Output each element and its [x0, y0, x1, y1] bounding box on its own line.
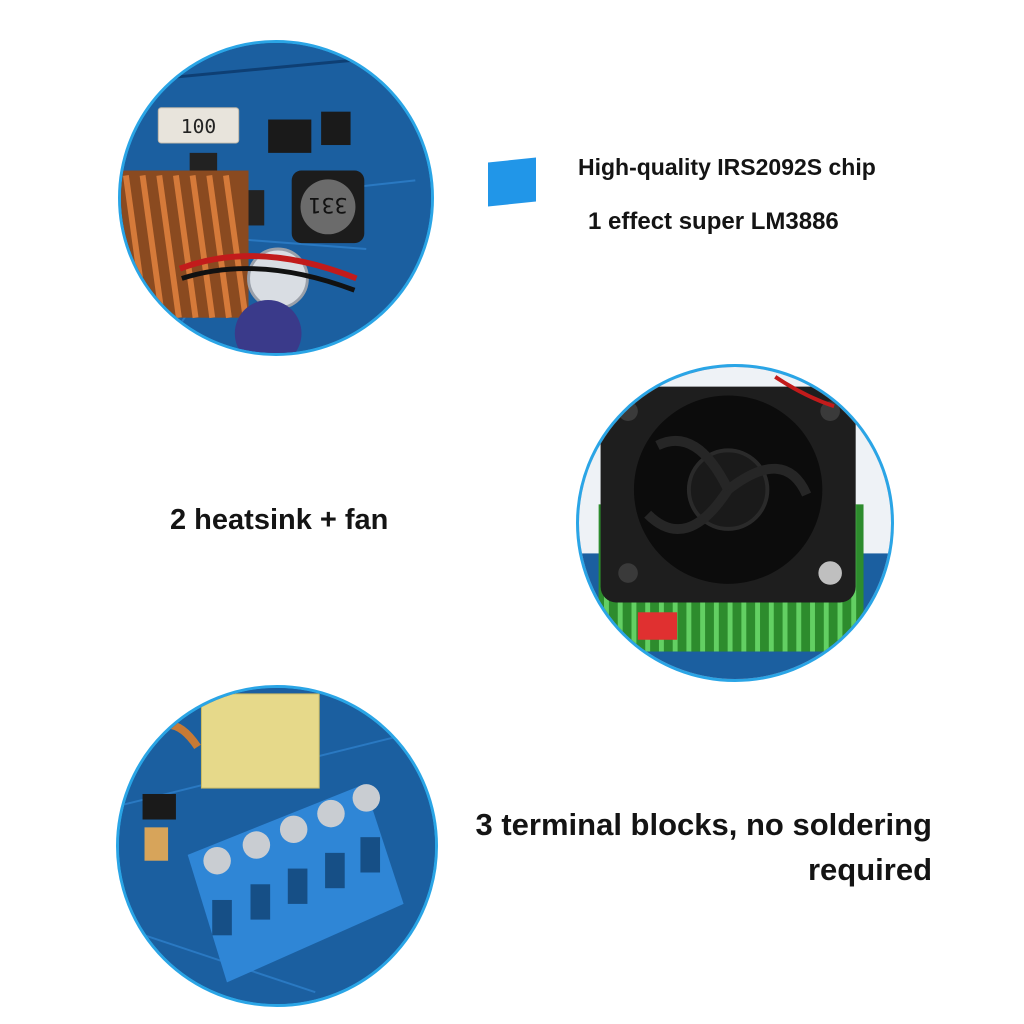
terminal-block-icon: [187, 784, 404, 983]
fan-icon: [600, 386, 856, 603]
toroid-coil-icon: [121, 170, 249, 319]
feature-3-caption: 3 terminal blocks, no soldering required: [475, 807, 933, 887]
inductor-icon: 331: [291, 170, 365, 244]
terminal-blocks-photo: [116, 685, 438, 1007]
heatsink-fan-photo: [576, 364, 894, 682]
pcb-chip-photo: 100 331: [118, 40, 434, 356]
pcb-chip-illustration: 100 331: [121, 43, 431, 353]
heatsink-fan-illustration: [579, 367, 891, 679]
inductor-marking: 331: [309, 192, 348, 217]
blue-accent-marker: [488, 157, 536, 207]
terminal-blocks-illustration: [119, 688, 435, 1004]
feature-1-caption: High-quality IRS2092S chip: [578, 154, 876, 180]
resistor-marking: 100: [181, 115, 216, 138]
feature-1-subcaption: 1 effect super LM3886: [588, 208, 839, 235]
feature-2-caption: 2 heatsink + fan: [170, 504, 389, 536]
